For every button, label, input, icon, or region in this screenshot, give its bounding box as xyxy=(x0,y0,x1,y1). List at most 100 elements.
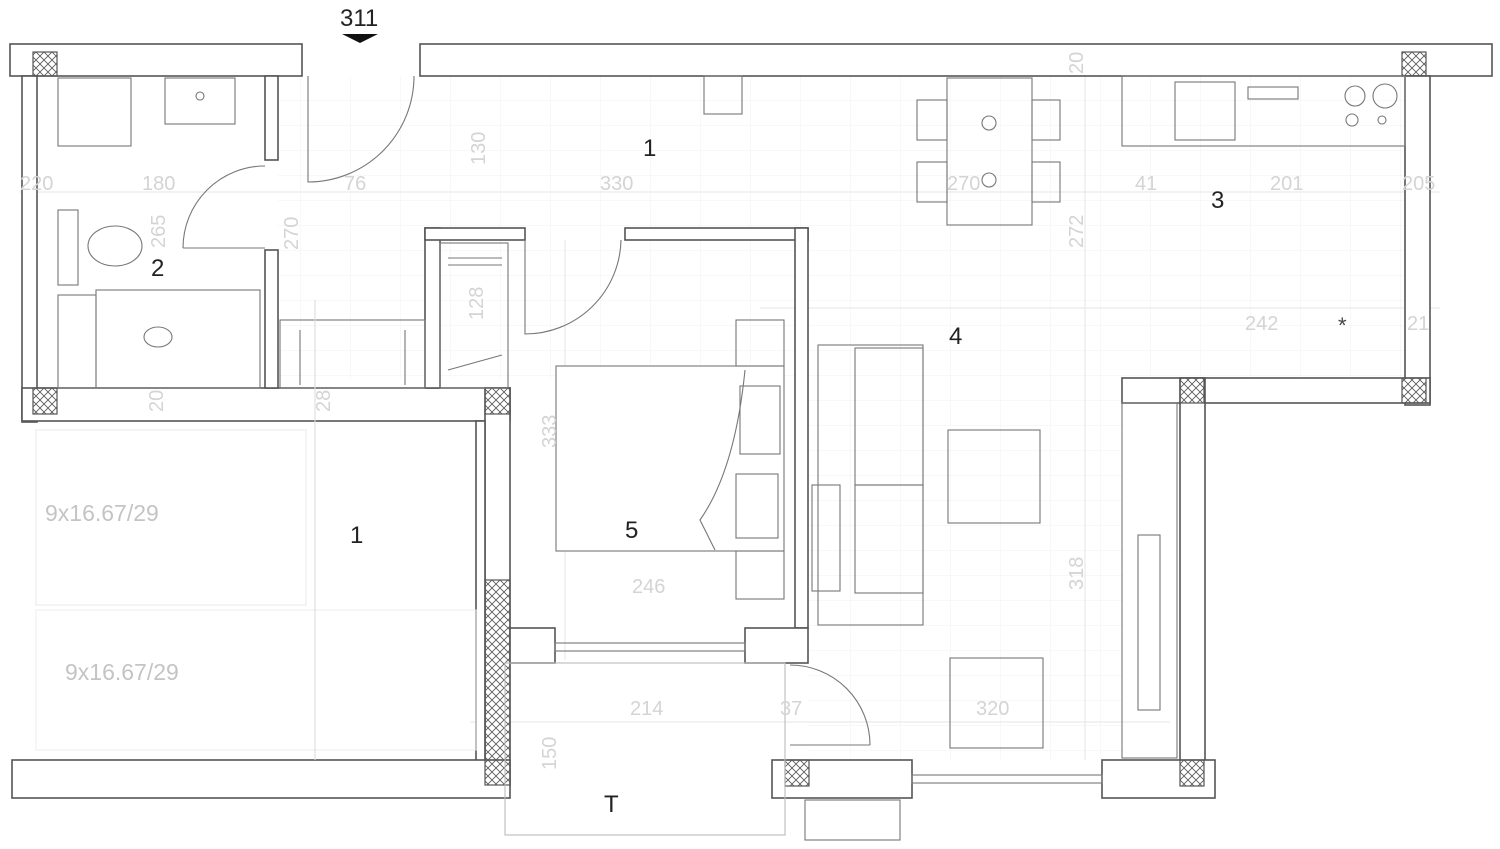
stair-label: 9x16.67/29 xyxy=(65,659,179,685)
wall-living-right xyxy=(1179,377,1206,786)
wardrobes xyxy=(279,242,509,389)
pillar-bottom-mid xyxy=(784,759,810,787)
windows xyxy=(554,642,1103,784)
wall-top-left xyxy=(9,43,303,77)
chair xyxy=(916,99,948,141)
dimension-labels: 220 180 76 330 270 41 201 205 242 21 246… xyxy=(20,52,1435,770)
wall-bedroom-right xyxy=(794,227,809,629)
asterisk-marker: * xyxy=(1338,313,1347,338)
room-label-living-room: 4 xyxy=(949,323,962,350)
dim: 205 xyxy=(1402,173,1435,195)
wall-bath-partition-upper xyxy=(264,75,279,161)
dim: 20 xyxy=(146,390,168,412)
wardrobe-hall xyxy=(279,319,426,389)
dim: 246 xyxy=(632,576,665,598)
floor-tiles-living xyxy=(808,378,1123,760)
room-label-kitchen: 3 xyxy=(1211,187,1224,214)
kitchen-sink xyxy=(1174,81,1236,141)
wall-bottom-left xyxy=(11,759,511,799)
room-label-entry-hall: 1 xyxy=(643,135,656,162)
dim: 76 xyxy=(344,173,366,195)
dim: 21 xyxy=(1407,313,1429,335)
pillar-top-left xyxy=(32,51,58,77)
dim: 201 xyxy=(1270,173,1303,195)
entrance-label: 311 xyxy=(340,5,378,32)
terrace xyxy=(504,662,786,836)
floor-tiles xyxy=(278,76,1405,378)
wall-bath-partition-lower xyxy=(264,249,279,389)
bathroom-fixtures xyxy=(57,77,261,389)
wardrobe-bedroom xyxy=(439,242,509,389)
entrance-arrow-icon xyxy=(342,34,378,43)
dim: 214 xyxy=(630,698,663,720)
wall-top-right xyxy=(419,43,1493,77)
nightstand-bottom xyxy=(735,550,785,600)
dim: 180 xyxy=(142,173,175,195)
walls xyxy=(9,43,1493,799)
dim: 220 xyxy=(20,173,53,195)
pillar-bottom-right xyxy=(1179,759,1205,787)
chair xyxy=(1031,161,1061,203)
wall-bedroom-top-right xyxy=(624,227,809,241)
door-bathroom xyxy=(182,165,266,249)
window-living xyxy=(911,774,1103,784)
dim: 270 xyxy=(947,173,980,195)
wall-left xyxy=(21,75,38,423)
dim: 265 xyxy=(148,215,170,248)
coffee-table xyxy=(947,429,1041,524)
window-bedroom xyxy=(554,642,746,652)
toilet xyxy=(87,225,143,267)
pillar-top-right xyxy=(1401,51,1427,77)
room-label-stair-hall: 1 xyxy=(350,522,363,549)
dim: 320 xyxy=(976,698,1009,720)
wall-window-jamb-right xyxy=(744,627,809,664)
dim: 272 xyxy=(1066,215,1088,248)
wall-kitchen-bottom xyxy=(1121,377,1431,404)
wall-window-jamb-left xyxy=(509,627,556,664)
room-label-bedroom: 5 xyxy=(625,517,638,544)
wall-kitchen-right xyxy=(1404,75,1431,406)
dining-table xyxy=(946,77,1033,226)
dim: 318 xyxy=(1066,557,1088,590)
wall-bedroom-top-left xyxy=(424,227,526,241)
bed xyxy=(555,365,785,552)
pillow-1 xyxy=(739,385,781,455)
dim: 128 xyxy=(466,287,488,320)
dim: 37 xyxy=(780,698,802,720)
door-terrace xyxy=(789,664,871,746)
vent xyxy=(703,75,743,115)
room-label-bathroom: 2 xyxy=(151,255,164,282)
pillar-stair xyxy=(484,579,511,786)
chair xyxy=(916,161,948,203)
wall-wardrobe xyxy=(424,227,441,389)
dim: 333 xyxy=(539,415,561,448)
dim: 20 xyxy=(1066,52,1088,74)
stair-label: 9x16.67/29 xyxy=(45,500,159,526)
dim: 330 xyxy=(600,173,633,195)
door-bedroom xyxy=(524,239,622,335)
hob xyxy=(1344,85,1366,107)
pillar-kitchen-left xyxy=(1179,377,1205,404)
kitchen-furniture xyxy=(1121,75,1406,147)
pillar-kitchen-right xyxy=(1401,377,1427,404)
doors xyxy=(182,75,871,746)
dim: 150 xyxy=(539,737,561,770)
pillow-2 xyxy=(735,473,779,539)
sink xyxy=(164,77,236,125)
pillar-bath-bl xyxy=(32,387,58,415)
door-entrance xyxy=(307,75,415,183)
dim: 242 xyxy=(1245,313,1278,335)
dim: 28 xyxy=(313,390,335,412)
wall-bath-bottom xyxy=(21,387,511,422)
nightstand-top xyxy=(735,319,785,367)
washing-machine xyxy=(57,77,132,147)
tv-unit xyxy=(1121,402,1178,759)
dim: 130 xyxy=(468,132,490,165)
wall-stair-inner xyxy=(475,420,486,762)
chair xyxy=(1031,99,1061,141)
kitchen-counter xyxy=(1121,75,1406,147)
bedroom-furniture xyxy=(555,319,785,600)
duvet-fold xyxy=(699,369,746,551)
outdoor-unit xyxy=(804,799,901,841)
